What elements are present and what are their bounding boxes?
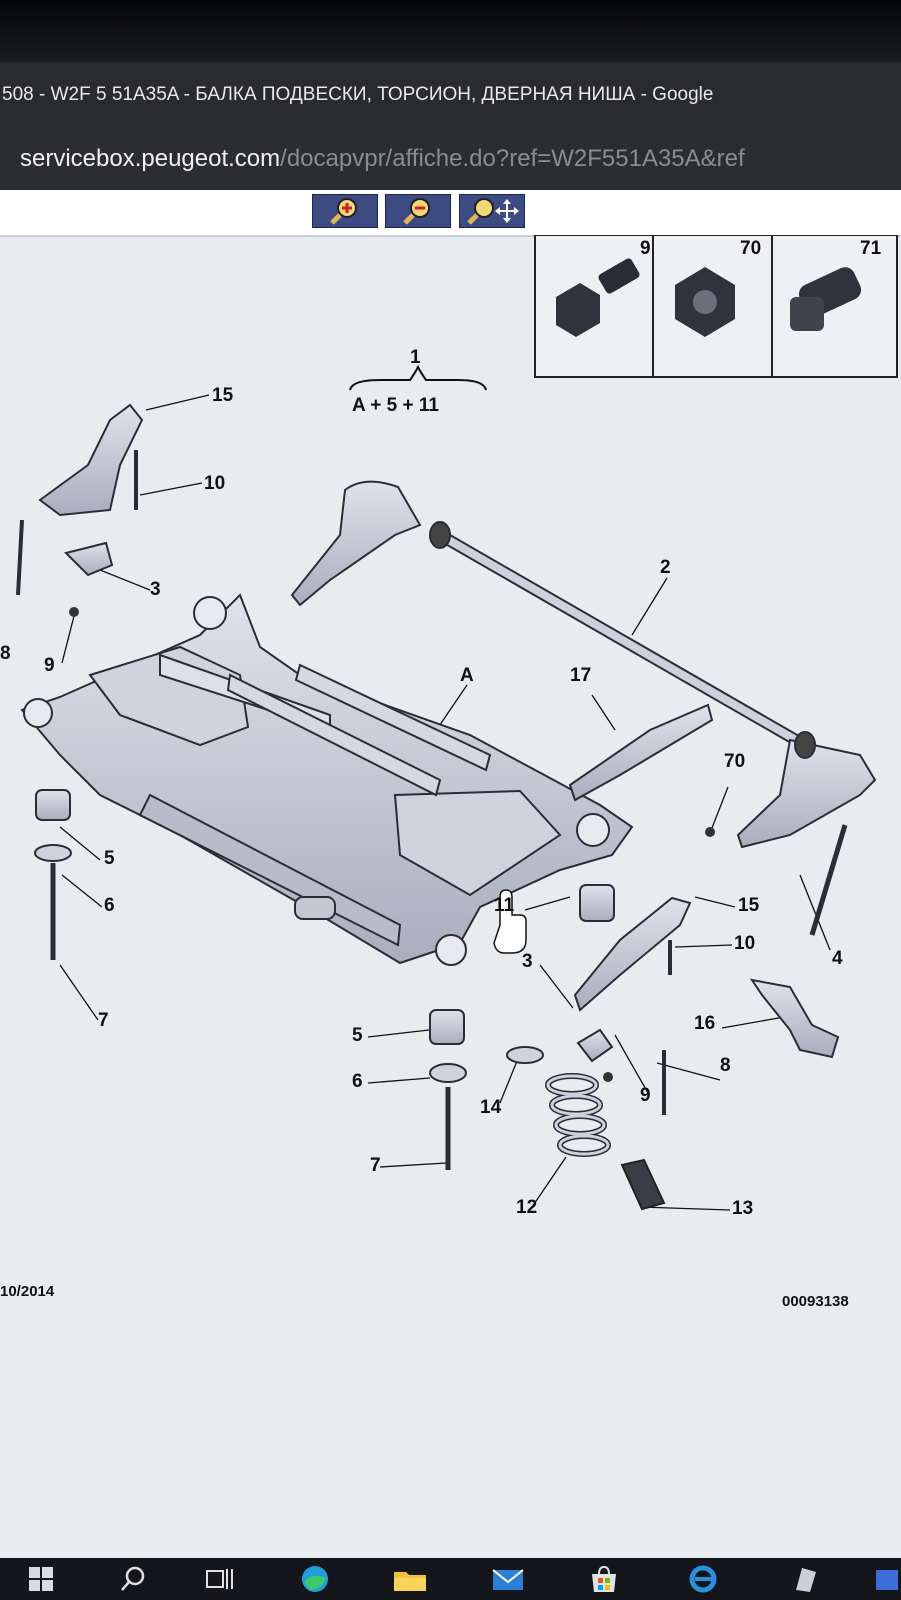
part-label: 6 [104,895,115,916]
window-title: 508 - W2F 5 51A35A - БАЛКА ПОДВЕСКИ, ТОР… [2,84,714,105]
group-formula: A + 5 + 11 [352,395,439,416]
file-explorer-icon[interactable] [392,1564,428,1594]
internet-explorer-icon[interactable] [686,1564,720,1594]
address-bar[interactable]: servicebox.peugeot.com/docapvpr/affiche.… [0,128,901,190]
part-label: 4 [832,948,843,969]
part-label: 15 [738,895,760,916]
nut-70-icon [675,267,735,337]
edge-chromium-icon[interactable] [298,1564,332,1594]
leader-lines [59,394,831,1211]
bracket-15-left [38,403,144,517]
part-label: 8 [720,1055,731,1076]
app-icon[interactable] [790,1564,820,1594]
part-label: 13 [732,1198,754,1219]
part-label: 9 [44,655,55,676]
mail-icon[interactable] [490,1564,526,1594]
zoom-in-icon [330,198,357,225]
window-title-bar: 508 - W2F 5 51A35A - БАЛКА ПОДВЕСКИ, ТОР… [0,62,901,128]
address-host: servicebox.peugeot.com [20,145,281,172]
part-label: 7 [370,1155,381,1176]
hand-cursor-icon [493,889,527,954]
store-icon[interactable] [588,1564,620,1594]
inset-label: 70 [740,238,762,259]
part-label: 7 [98,1010,109,1031]
zoom-pan-icon [467,198,519,225]
app-icon[interactable] [872,1564,901,1594]
windows-start-icon[interactable] [28,1564,54,1594]
part-label: A [460,665,474,686]
part-label: 70 [724,751,746,772]
part-label: 8 [0,643,11,664]
part-label: 14 [480,1097,502,1118]
zoom-toolbar [0,190,901,237]
zoom-out-icon [403,198,430,225]
suspension-illustration [16,235,898,1211]
part-label: 12 [516,1197,538,1218]
part-label: 3 [150,579,161,600]
part-label: 11 [494,895,515,916]
bump-stop-13 [620,1158,666,1211]
part-label: 15 [212,385,234,406]
part-label: 16 [694,1013,716,1034]
zoom-out-button[interactable] [385,194,451,228]
part-label: 2 [660,557,671,578]
part-label: 5 [104,848,115,869]
monitor-bezel [0,0,901,62]
fastener-inset [534,235,898,378]
part-label: 6 [352,1071,363,1092]
task-view-icon[interactable] [205,1564,235,1594]
bolt-9-icon [556,258,640,337]
taskbar [0,1558,901,1600]
link-16 [749,978,840,1059]
part-label: 10 [734,933,756,954]
part-label: 17 [570,665,592,686]
diagram-ref-number: 00093138 [782,1293,849,1310]
part-label: 9 [640,1085,651,1106]
part-label: 5 [352,1025,363,1046]
rivet-nut-71-icon [790,267,862,331]
parts-diagram: 9 70 71 1 A + 5 + 11 15 10 3 8 9 2 A 17 … [0,235,901,1558]
zoom-in-button[interactable] [312,194,378,228]
subframe-a [20,593,634,966]
anti-roll-bar-2 [290,480,877,849]
inset-label: 9 [640,238,651,259]
zoom-pan-button[interactable] [459,194,525,228]
inset-label: 71 [860,238,882,259]
bracket-17 [568,703,714,802]
group-number: 1 [410,347,421,368]
part-label: 10 [204,473,226,494]
address-path: /docapvpr/affiche.do?ref=W2F551A35A&ref [280,145,745,172]
part-label: 3 [522,951,533,972]
page-content: 9 70 71 1 A + 5 + 11 15 10 3 8 9 2 A 17 … [0,190,901,1558]
search-icon[interactable] [120,1564,146,1594]
diagram-date: 10/2014 [0,1283,55,1300]
arm-15-right [573,896,692,1012]
